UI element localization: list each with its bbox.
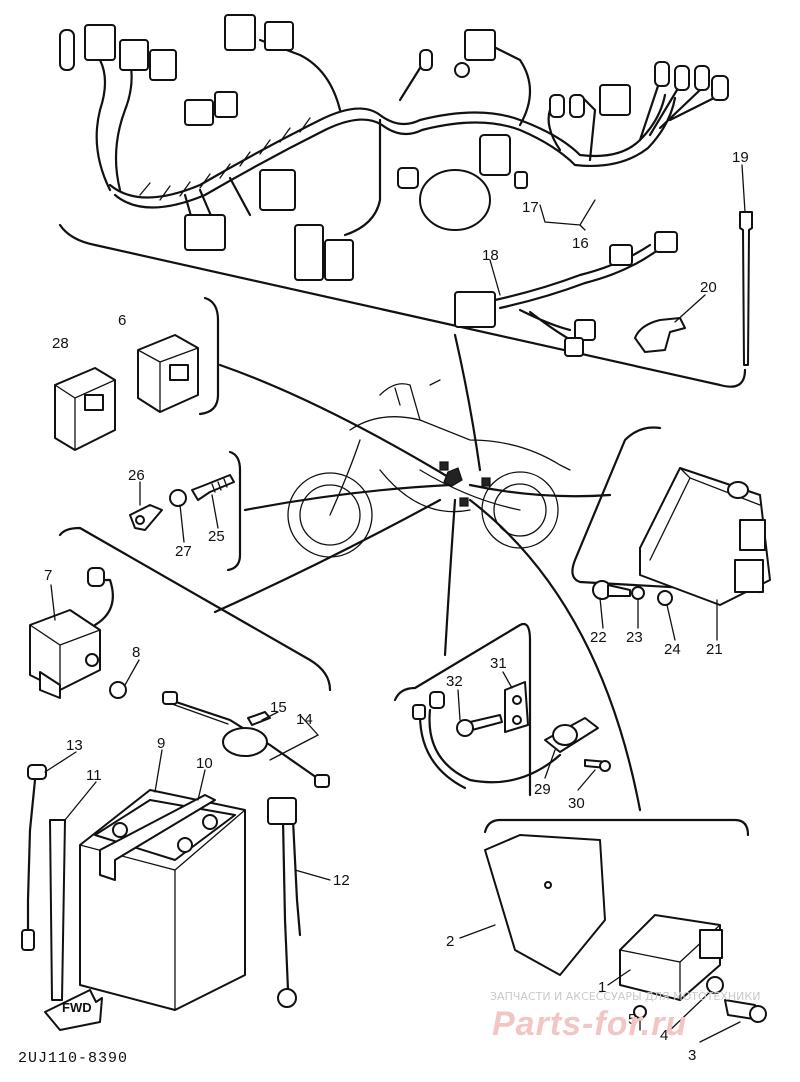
battery-lead-13 — [21, 764, 47, 951]
callout-6: 6 — [118, 312, 126, 329]
callout-9: 9 — [157, 735, 165, 752]
callout-leaders — [44, 164, 746, 1043]
washer-4 — [706, 976, 724, 994]
watermark-logo: Parts-for.ru — [492, 1005, 687, 1043]
callout-16: 16 — [572, 235, 589, 252]
battery-lead-12 — [267, 797, 302, 1008]
callout-13: 13 — [66, 737, 83, 754]
callout-1: 1 — [598, 979, 606, 996]
callout-18: 18 — [482, 247, 499, 264]
group-outlines — [58, 223, 762, 837]
callout-29: 29 — [534, 781, 551, 798]
callout-27: 27 — [175, 543, 192, 560]
callout-2: 2 — [446, 933, 454, 950]
bolt-3 — [724, 999, 767, 1023]
callout-11: 11 — [86, 767, 102, 784]
callout-20: 20 — [700, 279, 717, 296]
starter-relay-7 — [29, 567, 114, 699]
bolt-25 — [191, 474, 235, 501]
leader-lines — [213, 333, 642, 812]
sub-harness-18 — [454, 231, 678, 357]
callout-15: 15 — [270, 699, 287, 716]
callout-7: 7 — [44, 567, 52, 584]
washer-24 — [657, 590, 673, 606]
diagram-code: 2UJ110-8390 — [18, 1050, 128, 1067]
callout-30: 30 — [568, 795, 585, 812]
callout-numbers: 19 17 16 18 20 6 28 26 27 25 22 23 24 21… — [44, 149, 749, 1064]
clamp-20 — [634, 317, 686, 353]
forward-direction-arrow: FWD — [44, 989, 103, 1031]
nut-23 — [631, 586, 645, 600]
main-wire-harness — [59, 14, 729, 281]
callout-19: 19 — [732, 149, 749, 166]
rectifier-regulator-1 — [619, 914, 723, 1001]
callout-10: 10 — [196, 755, 213, 772]
sidestand-switch-group — [412, 681, 611, 790]
switch-14 — [162, 691, 330, 788]
bracket-26 — [129, 504, 163, 531]
callout-31: 31 — [490, 655, 507, 672]
callout-22: 22 — [590, 629, 607, 646]
nut-8 — [109, 681, 127, 699]
motorcycle-outline — [287, 379, 571, 558]
callout-24: 24 — [664, 641, 681, 658]
washer-27 — [169, 489, 187, 507]
callout-25: 25 — [208, 528, 225, 545]
bracket-2 — [484, 834, 606, 976]
callout-4: 4 — [660, 1027, 668, 1044]
callout-32: 32 — [446, 673, 463, 690]
cable-tie-19 — [739, 211, 753, 366]
callout-23: 23 — [626, 629, 643, 646]
callout-21: 21 — [706, 641, 723, 658]
relay-28 — [54, 367, 116, 451]
bolt-22 — [592, 580, 631, 600]
cdi-unit-21 — [639, 467, 771, 606]
callout-5: 5 — [628, 1011, 636, 1028]
callout-14: 14 — [296, 711, 313, 728]
svg-text:FWD: FWD — [62, 1000, 92, 1015]
relay-6 — [137, 334, 199, 413]
watermark-tagline: ЗАПЧАСТИ И АКСЕССУАРЫ ДЛЯ МОТОТЕХНИКИ — [490, 990, 760, 1003]
battery-band-10 — [99, 794, 216, 881]
callout-26: 26 — [128, 467, 145, 484]
callout-3: 3 — [688, 1047, 696, 1064]
watermark: ЗАПЧАСТИ И АКСЕССУАРЫ ДЛЯ МОТОТЕХНИКИ Pa… — [490, 990, 760, 1043]
battery-breather-11 — [49, 819, 66, 1001]
callout-17: 17 — [522, 199, 539, 216]
callout-8: 8 — [132, 644, 140, 661]
callout-12: 12 — [333, 872, 350, 889]
callout-28: 28 — [52, 335, 69, 352]
